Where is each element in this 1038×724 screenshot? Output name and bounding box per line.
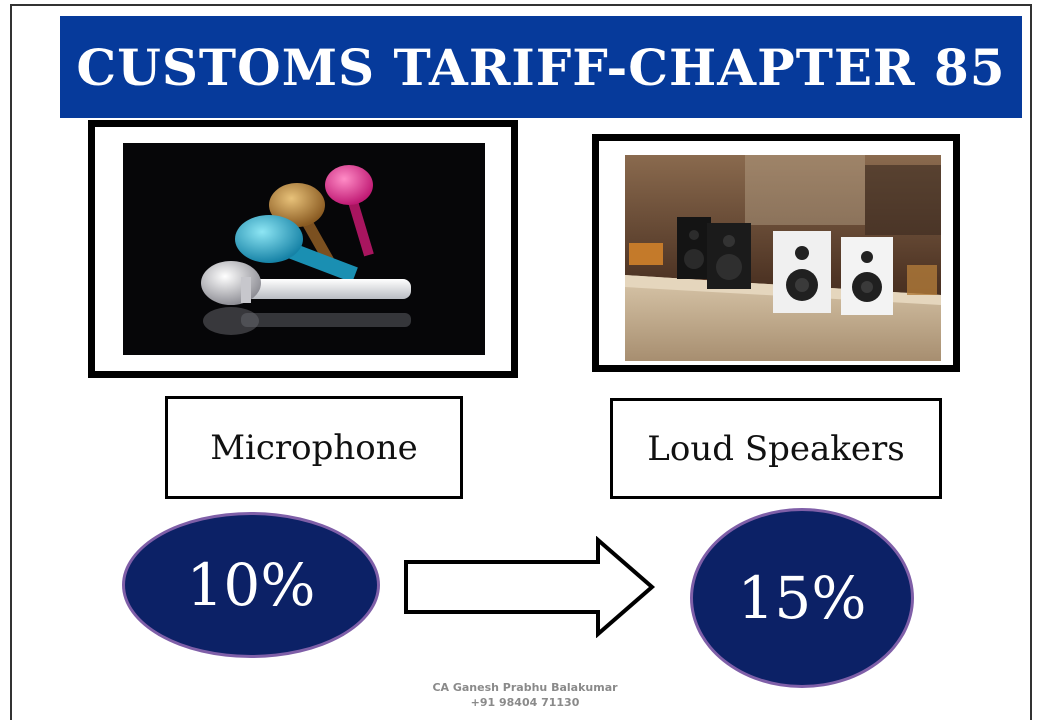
footer-author: CA Ganesh Prabhu Balakumar bbox=[432, 681, 618, 694]
microphone-label: Microphone bbox=[210, 427, 418, 468]
page-title: CUSTOMS TARIFF-CHAPTER 85 bbox=[76, 37, 1006, 97]
microphone-label-box: Microphone bbox=[165, 396, 463, 499]
footer-phone: +91 98404 71130 bbox=[470, 696, 580, 709]
microphone-photo bbox=[123, 143, 485, 355]
old-rate-value: 10% bbox=[186, 551, 316, 619]
new-rate-badge: 15% bbox=[690, 508, 914, 688]
new-rate-value: 15% bbox=[737, 564, 867, 632]
old-rate-badge: 10% bbox=[122, 512, 380, 658]
microphone-image-frame bbox=[88, 120, 518, 378]
loudspeaker-illustration bbox=[625, 155, 941, 361]
loudspeaker-label: Loud Speakers bbox=[647, 428, 905, 469]
right-arrow-icon bbox=[404, 536, 656, 638]
title-bar: CUSTOMS TARIFF-CHAPTER 85 bbox=[60, 16, 1022, 118]
loudspeaker-photo bbox=[625, 155, 941, 361]
footer: CA Ganesh Prabhu Balakumar +91 98404 711… bbox=[380, 680, 670, 710]
microphone-illustration bbox=[123, 143, 485, 355]
loudspeaker-image-frame bbox=[592, 134, 960, 372]
loudspeaker-label-box: Loud Speakers bbox=[610, 398, 942, 499]
